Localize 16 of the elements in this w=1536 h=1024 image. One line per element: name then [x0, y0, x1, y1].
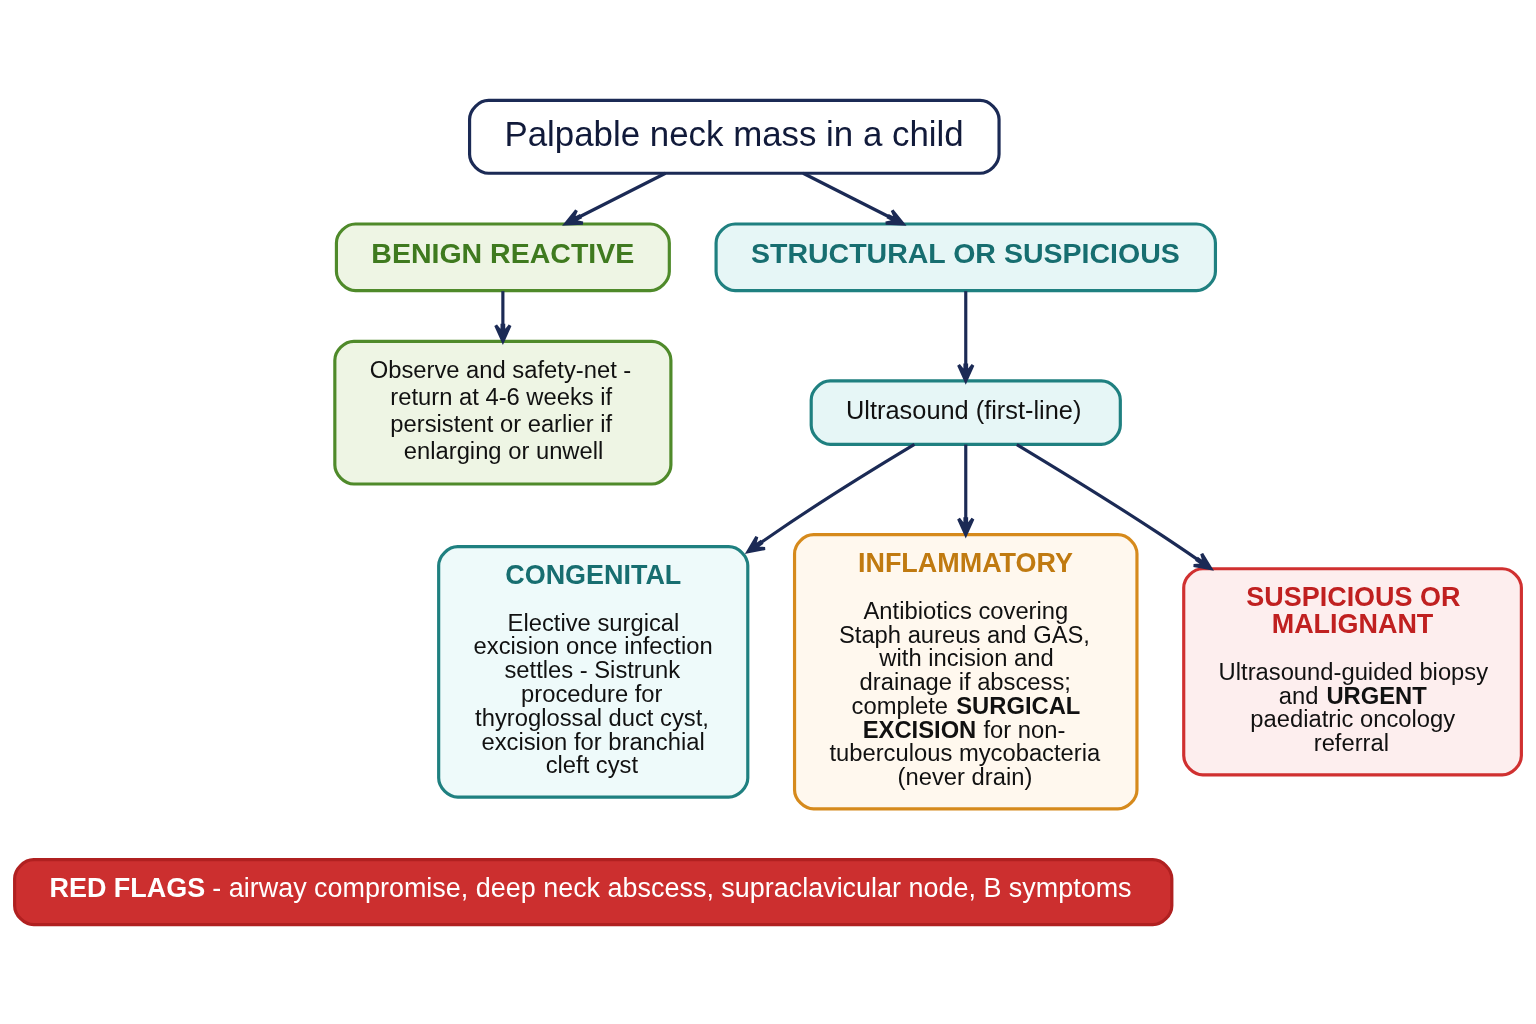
node-box: BENIGN REACTIVE	[334, 221, 671, 292]
node-box: STRUCTURAL OR SUSPICIOUS	[714, 221, 1217, 292]
node-box: CONGENITAL Elective surgical excision once infection settles - Sistrunk procedure for thyroglossal duct cyst, excision for branchial cleft cyst	[437, 544, 750, 799]
node-box: INFLAMMATORY Antibiotics covering Staph aureus and GAS, with incision and drainage if abscess; complete SURGICAL EXCISION for non-tuberculous mycobacteria (never drain)	[792, 532, 1139, 811]
node-box: Ultrasound (first-line)	[809, 378, 1122, 446]
arrow	[957, 290, 975, 382]
arrow	[746, 442, 916, 553]
node-box: RED FLAGS - airway compromise, deep neck abscess, supraclavicular node, B symptoms	[13, 857, 1174, 926]
arrow	[494, 290, 512, 343]
node-box: SUSPICIOUS OR MALIGNANT Ultrasound-guided biopsy and URGENT paediatric oncology referral	[1182, 566, 1523, 776]
node-box: Palpable neck mass in a child	[468, 98, 1001, 175]
node-box: Observe and safety-net - return at 4-6 weeks if persistent or earlier if enlarging or unwell	[333, 339, 673, 486]
arrow	[957, 444, 975, 536]
arrow	[563, 171, 667, 226]
arrow	[802, 171, 905, 226]
arrow	[1016, 442, 1213, 570]
